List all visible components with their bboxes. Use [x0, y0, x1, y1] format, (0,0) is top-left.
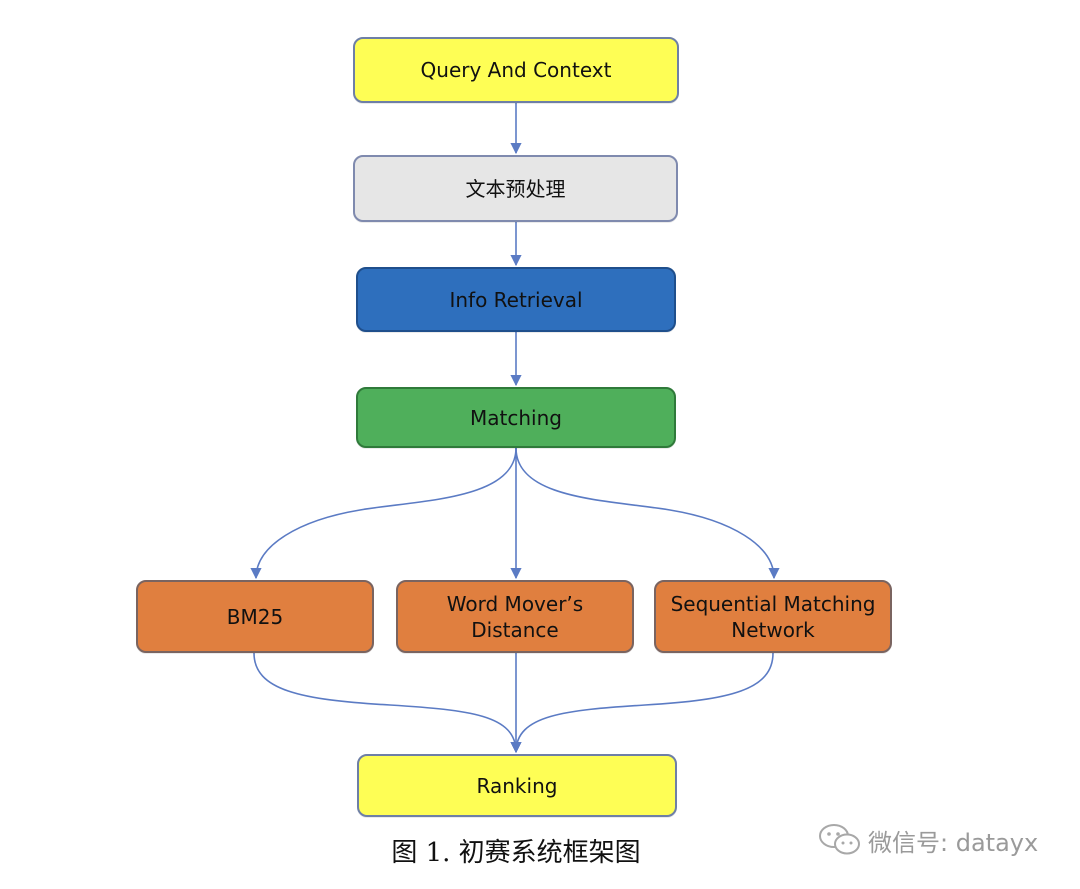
node-ranking-label: Ranking [476, 773, 558, 798]
edge-matching-to-smn [515, 447, 780, 580]
node-sequential-matching-network: Sequential Matching Network [654, 580, 892, 653]
node-query-and-context: Query And Context [353, 37, 679, 103]
node-smn-label: Sequential Matching Network [670, 591, 876, 642]
edge-bm25-to-ranking [253, 652, 522, 754]
edge-matching-to-bm25 [250, 447, 517, 580]
watermark-text: 微信号: datayx [868, 828, 1039, 857]
node-bm25-label: BM25 [226, 604, 284, 629]
node-ranking: Ranking [357, 754, 677, 817]
node-info-retrieval: Info Retrieval [356, 267, 676, 332]
watermark: 微信号: datayx [818, 822, 1038, 858]
node-bm25: BM25 [136, 580, 374, 653]
node-query-label: Query And Context [420, 58, 612, 82]
figure-caption: 图 1. 初赛系统框架图 [391, 838, 641, 868]
node-retrieval-label: Info Retrieval [449, 287, 583, 312]
node-matching: Matching [356, 387, 676, 448]
node-text-preprocessing: 文本预处理 [353, 155, 678, 222]
node-matching-label: Matching [470, 405, 562, 430]
wechat-icon [819, 824, 860, 855]
edge-smn-to-ranking [510, 652, 774, 754]
node-wmd-label: Word Mover’s Distance [446, 591, 584, 642]
node-word-movers-distance: Word Mover’s Distance [396, 580, 634, 653]
node-preprocess-label: 文本预处理 [465, 176, 566, 201]
